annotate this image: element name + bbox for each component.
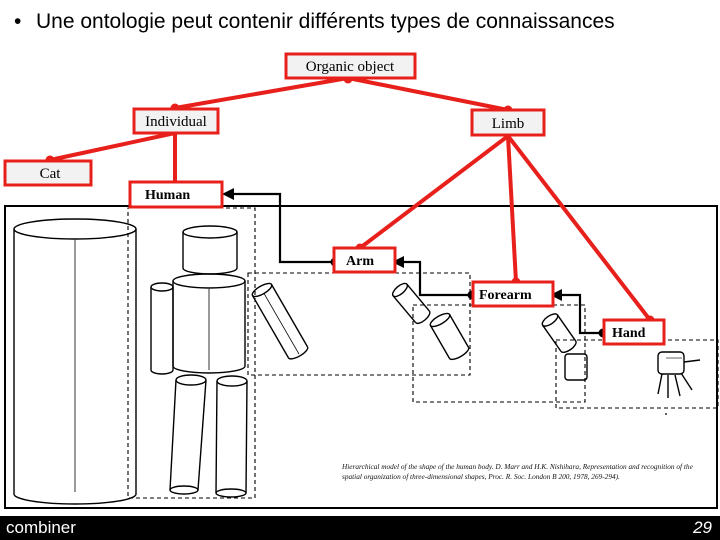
node-cat: Cat [3, 159, 93, 187]
footer-label: combiner [6, 518, 76, 537]
link-organic-limb [347, 76, 509, 112]
slide-title-text: Une ontologie peut contenir différents t… [36, 10, 615, 33]
ontology-diagram: Organic object Individual Limb Cat Human… [3, 52, 719, 509]
arm-box [247, 272, 471, 376]
label-human-text: Human [145, 188, 190, 203]
arrow-arm-to-human [232, 192, 335, 264]
node-cat-label: Cat [40, 166, 62, 182]
bullet-symbol: • [14, 10, 22, 33]
label-arm-text: Arm [346, 254, 374, 269]
hand-drawing [657, 351, 701, 398]
node-individual: Individual [132, 107, 220, 135]
body-model-drawing [13, 218, 701, 505]
label-arm: Arm [332, 246, 397, 274]
link-limb-forearm [506, 135, 518, 283]
whole-body-cylinder [13, 218, 137, 505]
label-hand: Hand [602, 318, 666, 346]
slide-title: • Une ontologie peut contenir différents … [14, 10, 615, 34]
scan-speck [665, 413, 667, 415]
right-arm-cylinder [251, 282, 309, 360]
label-human: Human [128, 180, 224, 209]
legs-cylinders [169, 374, 248, 498]
node-individual-label: Individual [145, 114, 207, 130]
node-organic-object: Organic object [284, 52, 417, 80]
arrow-hand-to-forearm [560, 293, 603, 335]
footer-bar: combiner 29 [0, 516, 720, 540]
label-forearm: Forearm [471, 280, 555, 308]
node-organic-object-label: Organic object [306, 59, 395, 75]
node-limb: Limb [470, 108, 546, 137]
node-limb-label: Limb [492, 116, 525, 132]
forearm-decomposition [541, 313, 588, 381]
arrow-forearm-to-arm [402, 260, 472, 297]
part-of-arrows [232, 192, 603, 335]
link-organic-individual [174, 76, 349, 110]
label-forearm-text: Forearm [479, 288, 532, 303]
link-limb-hand [506, 134, 652, 322]
link-limb-arm [358, 134, 510, 250]
arm-decomposition [391, 282, 470, 361]
left-arm-cylinder [150, 282, 174, 375]
ontology-links [49, 76, 652, 322]
link-individual-cat [49, 131, 176, 162]
page-number: 29 [693, 518, 712, 537]
figure-caption: Hierarchical model of the shape of the h… [342, 462, 693, 481]
label-hand-text: Hand [612, 326, 646, 341]
